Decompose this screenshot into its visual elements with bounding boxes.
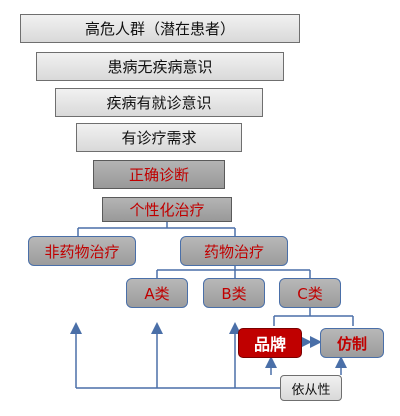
- drug-class-b-label: B类: [221, 284, 247, 303]
- drug-treatment: 药物治疗: [180, 236, 288, 266]
- funnel-level-2: 患病无疾病意识: [36, 52, 284, 81]
- non-drug-treatment-label: 非药物治疗: [44, 242, 120, 261]
- funnel-level-2-label: 患病无疾病意识: [107, 58, 213, 76]
- drug-class-a: A类: [126, 278, 188, 308]
- funnel-level-1-label: 高危人群（潜在患者）: [84, 20, 235, 38]
- brand-drug: 品牌: [238, 328, 302, 358]
- funnel-level-4: 有诊疗需求: [76, 123, 242, 152]
- drug-class-c-label: C类: [297, 284, 323, 303]
- funnel-level-1: 高危人群（潜在患者）: [20, 14, 300, 43]
- funnel-level-6: 个性化治疗: [102, 197, 232, 222]
- funnel-level-3-label: 疾病有就诊意识: [106, 94, 212, 112]
- funnel-level-5-label: 正确诊断: [128, 166, 189, 184]
- drug-class-c: C类: [279, 278, 341, 308]
- funnel-level-5: 正确诊断: [93, 160, 225, 189]
- drug-treatment-label: 药物治疗: [203, 242, 264, 261]
- funnel-level-3: 疾病有就诊意识: [55, 88, 263, 117]
- non-drug-treatment: 非药物治疗: [28, 236, 136, 266]
- drug-class-b: B类: [203, 278, 265, 308]
- funnel-level-6-label: 个性化治疗: [129, 201, 205, 219]
- generic-drug: 仿制: [320, 328, 384, 358]
- drug-class-a-label: A类: [144, 284, 170, 303]
- funnel-level-4-label: 有诊疗需求: [121, 129, 197, 147]
- compliance-label: 依从性: [291, 382, 331, 398]
- brand-drug-label: 品牌: [253, 335, 286, 354]
- compliance: 依从性: [280, 375, 342, 401]
- generic-drug-label: 仿制: [336, 334, 367, 353]
